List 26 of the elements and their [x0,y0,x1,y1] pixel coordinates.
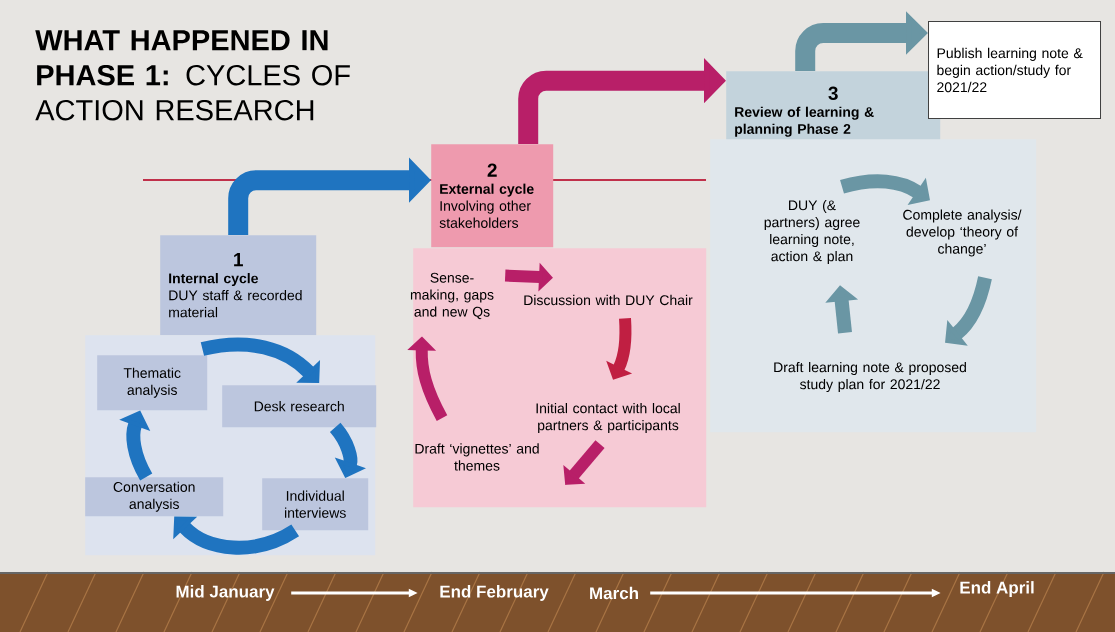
header-box: 2 External cycle Involving other stakeholders [431,144,554,248]
date-label: March [590,586,638,600]
arrow [563,440,605,485]
step-text: Complete analysis/ develop ‘theory of change’ [903,209,1022,257]
step-text: Initial contact with local partners & participants [536,403,680,434]
title: WHAT HAPPENED IN PHASE 1: CYCLES OF ACTION RESEARCH [35,30,350,121]
step-box: Desk research [222,385,377,428]
step-box: Individual interviews [262,478,369,531]
arrow [173,516,299,555]
step-text: Sense-making, gaps and new Qs [410,272,494,320]
date-label: End April [960,581,1034,597]
panel [413,248,707,508]
arrow [945,276,992,346]
step-box: Thematic analysis [97,355,208,411]
panel [710,139,1037,433]
arrow [200,337,321,383]
note-box: Publish learning note & begin action/study for 2021/22 [928,21,1101,119]
date-label: Mid January [176,585,275,601]
step-text: DUY (& partners) agree learning note, action & plan [764,200,860,264]
arrow [329,423,366,478]
step-text: Discussion with DUY Chair [524,294,693,306]
date-label: End February [440,585,549,601]
header-box: 1 Internal cycle DUY staff & recorded material [160,235,317,336]
step-box: Conversation analysis [85,477,224,517]
step-text: Draft ‘vignettes’ and themes [415,443,539,471]
step-text: Draft learning note & proposed study plan for 2021/22 [774,362,966,393]
